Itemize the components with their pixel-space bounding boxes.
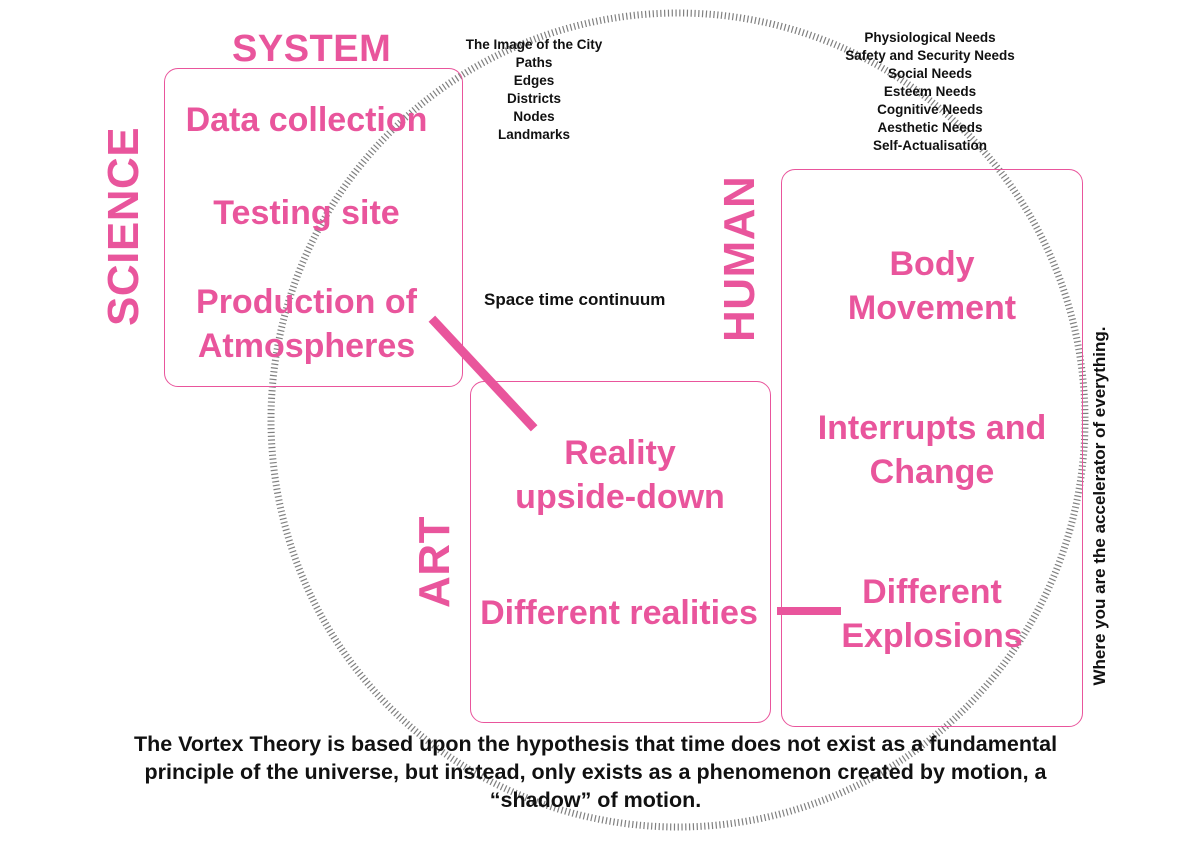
art-item-upside-down: upside-down [515, 478, 725, 516]
human-box [781, 169, 1083, 727]
city-list-item: Edges [513, 73, 555, 88]
needs-list-item: Esteem Needs [883, 84, 977, 99]
system-item-data-collection: Data collection [185, 101, 428, 139]
needs-list-item: Cognitive Needs [877, 102, 983, 117]
city-list-item: Paths [515, 55, 553, 70]
system-item-production-of: Production of [196, 283, 417, 321]
system-box [164, 68, 463, 387]
needs-list-item: Social Needs [887, 66, 973, 81]
footer-line-2: principle of the universe, but instead, … [144, 760, 1047, 784]
needs-list-item: Safety and Security Needs [845, 48, 1015, 63]
system-item-testing-site: Testing site [213, 194, 400, 232]
footer-text: The Vortex Theory is based upon the hypo… [0, 730, 1191, 814]
category-system: SYSTEM [232, 28, 392, 70]
needs-list-item: Physiological Needs [864, 30, 996, 45]
art-box [470, 381, 771, 723]
needs-list-item: Aesthetic Needs [877, 120, 983, 135]
category-art: ART [410, 516, 459, 608]
art-item-reality: Reality [564, 434, 676, 472]
needs-list: Physiological Needs Safety and Security … [820, 29, 1040, 155]
system-item-atmospheres: Atmospheres [197, 327, 416, 365]
connector-art-human [777, 607, 841, 615]
art-item-different-realities: Different realities [480, 594, 758, 632]
city-list-item: Nodes [513, 109, 555, 124]
side-note: Where you are the accelerator of everyth… [1090, 326, 1109, 686]
city-list-item: Landmarks [497, 127, 571, 142]
human-item-body: Body [889, 245, 975, 283]
city-list-item: Districts [506, 91, 562, 106]
human-item-movement: Movement [847, 289, 1017, 327]
city-list: The Image of the City Paths Edges Distri… [434, 36, 634, 144]
human-item-different: Different [862, 573, 1002, 611]
human-item-interrupts-and: Interrupts and [817, 409, 1047, 447]
needs-list-item: Self-Actualisation [872, 138, 988, 153]
footer-line-1: The Vortex Theory is based upon the hypo… [133, 732, 1058, 756]
human-item-explosions: Explosions [841, 617, 1023, 655]
footer-line-3: “shadow” of motion. [489, 788, 702, 812]
category-human: HUMAN [715, 175, 764, 342]
center-note: Space time continuum [484, 290, 666, 309]
human-item-change: Change [869, 453, 995, 491]
category-science: SCIENCE [99, 126, 148, 326]
city-list-title: The Image of the City [465, 37, 603, 52]
